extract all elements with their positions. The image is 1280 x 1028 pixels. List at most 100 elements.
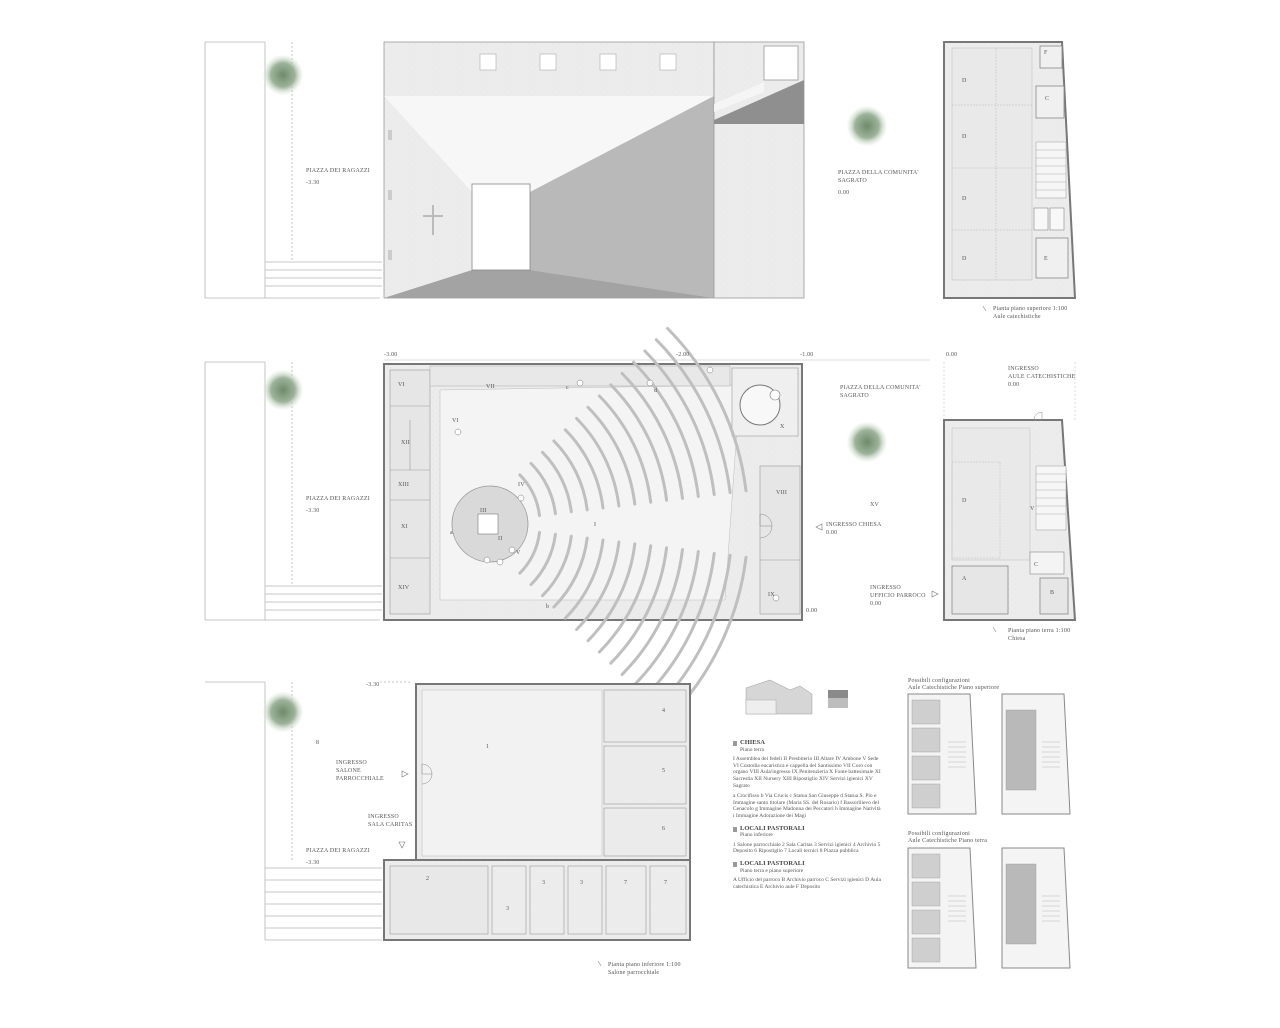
left-plaza-level: -3.30 (306, 508, 320, 514)
level-marker: -3.00 (384, 352, 398, 358)
room-label: 1 (486, 744, 490, 750)
tree-icon (847, 422, 887, 462)
right-plaza-label: PIAZZA DELLA COMUNITA' (840, 385, 921, 391)
church-room-label: IX (768, 592, 775, 598)
key-diagram (745, 679, 848, 715)
legend-chiesa-roman: I Assemblea dei fedeli II Presbiterio II… (733, 756, 881, 789)
church-entry-label: INGRESSO CHIESA (826, 522, 882, 528)
pew-row (609, 383, 669, 502)
salone-entry-sublabel: PARROCCHIALE (336, 776, 384, 782)
pew-row (586, 405, 637, 506)
config-upper-title: Possibili configurazioni (908, 678, 970, 684)
caption-mark (982, 305, 987, 312)
left-plaza-label: PIAZZA DEI RAGAZZI (306, 496, 370, 502)
caritas-entry-label: INGRESSO (368, 814, 399, 820)
church-room-label: VI (452, 418, 459, 424)
config-ground-title: Possibili configurazioni (908, 831, 970, 837)
upper-plan-caption: Pianta piano superiore 1:100 (993, 306, 1068, 312)
room-label: F (1044, 50, 1048, 56)
right-plaza-sublabel: SAGRATO (840, 393, 869, 399)
pew-row (597, 394, 653, 504)
pew-row (597, 544, 653, 654)
left-plaza-level: -3.30 (306, 180, 320, 186)
church-room-label: II (498, 536, 503, 542)
pew-row (552, 536, 589, 609)
left-plaza-label: PIAZZA DEI RAGAZZI (306, 168, 370, 174)
room-label: V (1030, 506, 1035, 512)
church-item-label: b (546, 604, 550, 610)
config-mini-plan (907, 693, 977, 815)
salone-entry-label: INGRESSO (336, 760, 367, 766)
room-label: C (1034, 562, 1039, 568)
church-room-label: V (516, 550, 521, 556)
aule-entry-sublabel: AULE CATECHISTICHE (1008, 374, 1076, 380)
room-label: 7 (624, 880, 628, 886)
level-marker: -3.30 (366, 682, 380, 688)
church-ground-plan (383, 327, 803, 721)
entry-arrow-icon (815, 523, 823, 531)
left-plaza-label: PIAZZA DEI RAGAZZI (306, 848, 370, 854)
pew-row (632, 550, 700, 688)
church-room-label: VIII (776, 490, 788, 496)
caritas-entry-sublabel: SALA CARITAS (368, 822, 413, 828)
legend-pastorali-title: LOCALI PASTORALI (733, 825, 883, 833)
lower-plan-subcaption: Salone parrocchiale (608, 970, 660, 976)
tree-icon (847, 106, 887, 146)
legend: CHIESA Piano terra I Assemblea dei fedel… (733, 734, 883, 894)
office-entry-level: 0.00 (870, 601, 882, 607)
room-label: 3 (506, 906, 510, 912)
church-room-label: I (594, 522, 597, 528)
pew-row (666, 327, 748, 493)
room-label: E (1044, 256, 1048, 262)
ground-plan-subcaption: Chiesa (1008, 636, 1026, 642)
pew-row (529, 532, 557, 586)
sagrato-roman-label: XV (870, 502, 880, 508)
church-room-label: VII (486, 384, 495, 390)
legend-pastorali-text: 1 Salone parrocchiale 2 Sala Caritas 3 S… (733, 841, 881, 855)
salone-entry-sublabel: SALONE (336, 768, 361, 774)
church-item-label: a (450, 530, 453, 536)
config-mini-plan (907, 847, 977, 969)
tree-icon (263, 370, 303, 410)
config-mini-plan (1001, 847, 1071, 969)
church-room-label: XIII (398, 482, 410, 488)
room-label: 7 (664, 880, 668, 886)
level-marker: -2.00 (676, 352, 690, 358)
pew-row (632, 360, 700, 498)
legend-pastorali-sub: Piano inferiore (740, 832, 773, 839)
upper-floor-plan (943, 41, 1077, 299)
aule-entry-label: INGRESSO (1008, 366, 1039, 372)
pew-row (620, 372, 684, 500)
legend-pastorali-title: LOCALI PASTORALI (733, 860, 883, 868)
church-room-label: XII (401, 440, 410, 446)
left-plaza-level: -3.30 (306, 860, 320, 866)
room-label: B (1050, 590, 1055, 596)
ground-floor-plan (943, 362, 1077, 621)
tree-icon (263, 55, 303, 95)
pew-row (518, 473, 541, 518)
pew-row (643, 349, 716, 497)
pew-row (529, 462, 557, 516)
lower-floor-plan (383, 683, 691, 941)
pews (518, 327, 748, 721)
office-entry-label: INGRESSO (870, 585, 901, 591)
pew-row (654, 338, 732, 495)
legend-pastorali-sub: Piano terra e piano superiore (740, 867, 804, 874)
pew-row (552, 439, 589, 512)
config-upper-subtitle: Aule Catechistiche Piano superiore (908, 685, 1000, 691)
bottom-row-left-context (205, 681, 410, 941)
configuration-plans (907, 693, 1071, 969)
entry-arrow-icon (931, 590, 939, 598)
church-entry-level: 0.00 (826, 530, 838, 536)
right-plaza-sublabel: SAGRATO (838, 178, 867, 184)
plaza-number-label: 8 (316, 740, 320, 746)
pew-row (620, 548, 684, 676)
church-room-label: VI (398, 382, 405, 388)
church-item-label: d (654, 388, 658, 394)
room-label: A (962, 576, 967, 582)
church-room-label: XIV (398, 585, 410, 591)
pew-row (609, 546, 669, 665)
room-label: 4 (662, 708, 666, 714)
room-label: 5 (662, 768, 666, 774)
